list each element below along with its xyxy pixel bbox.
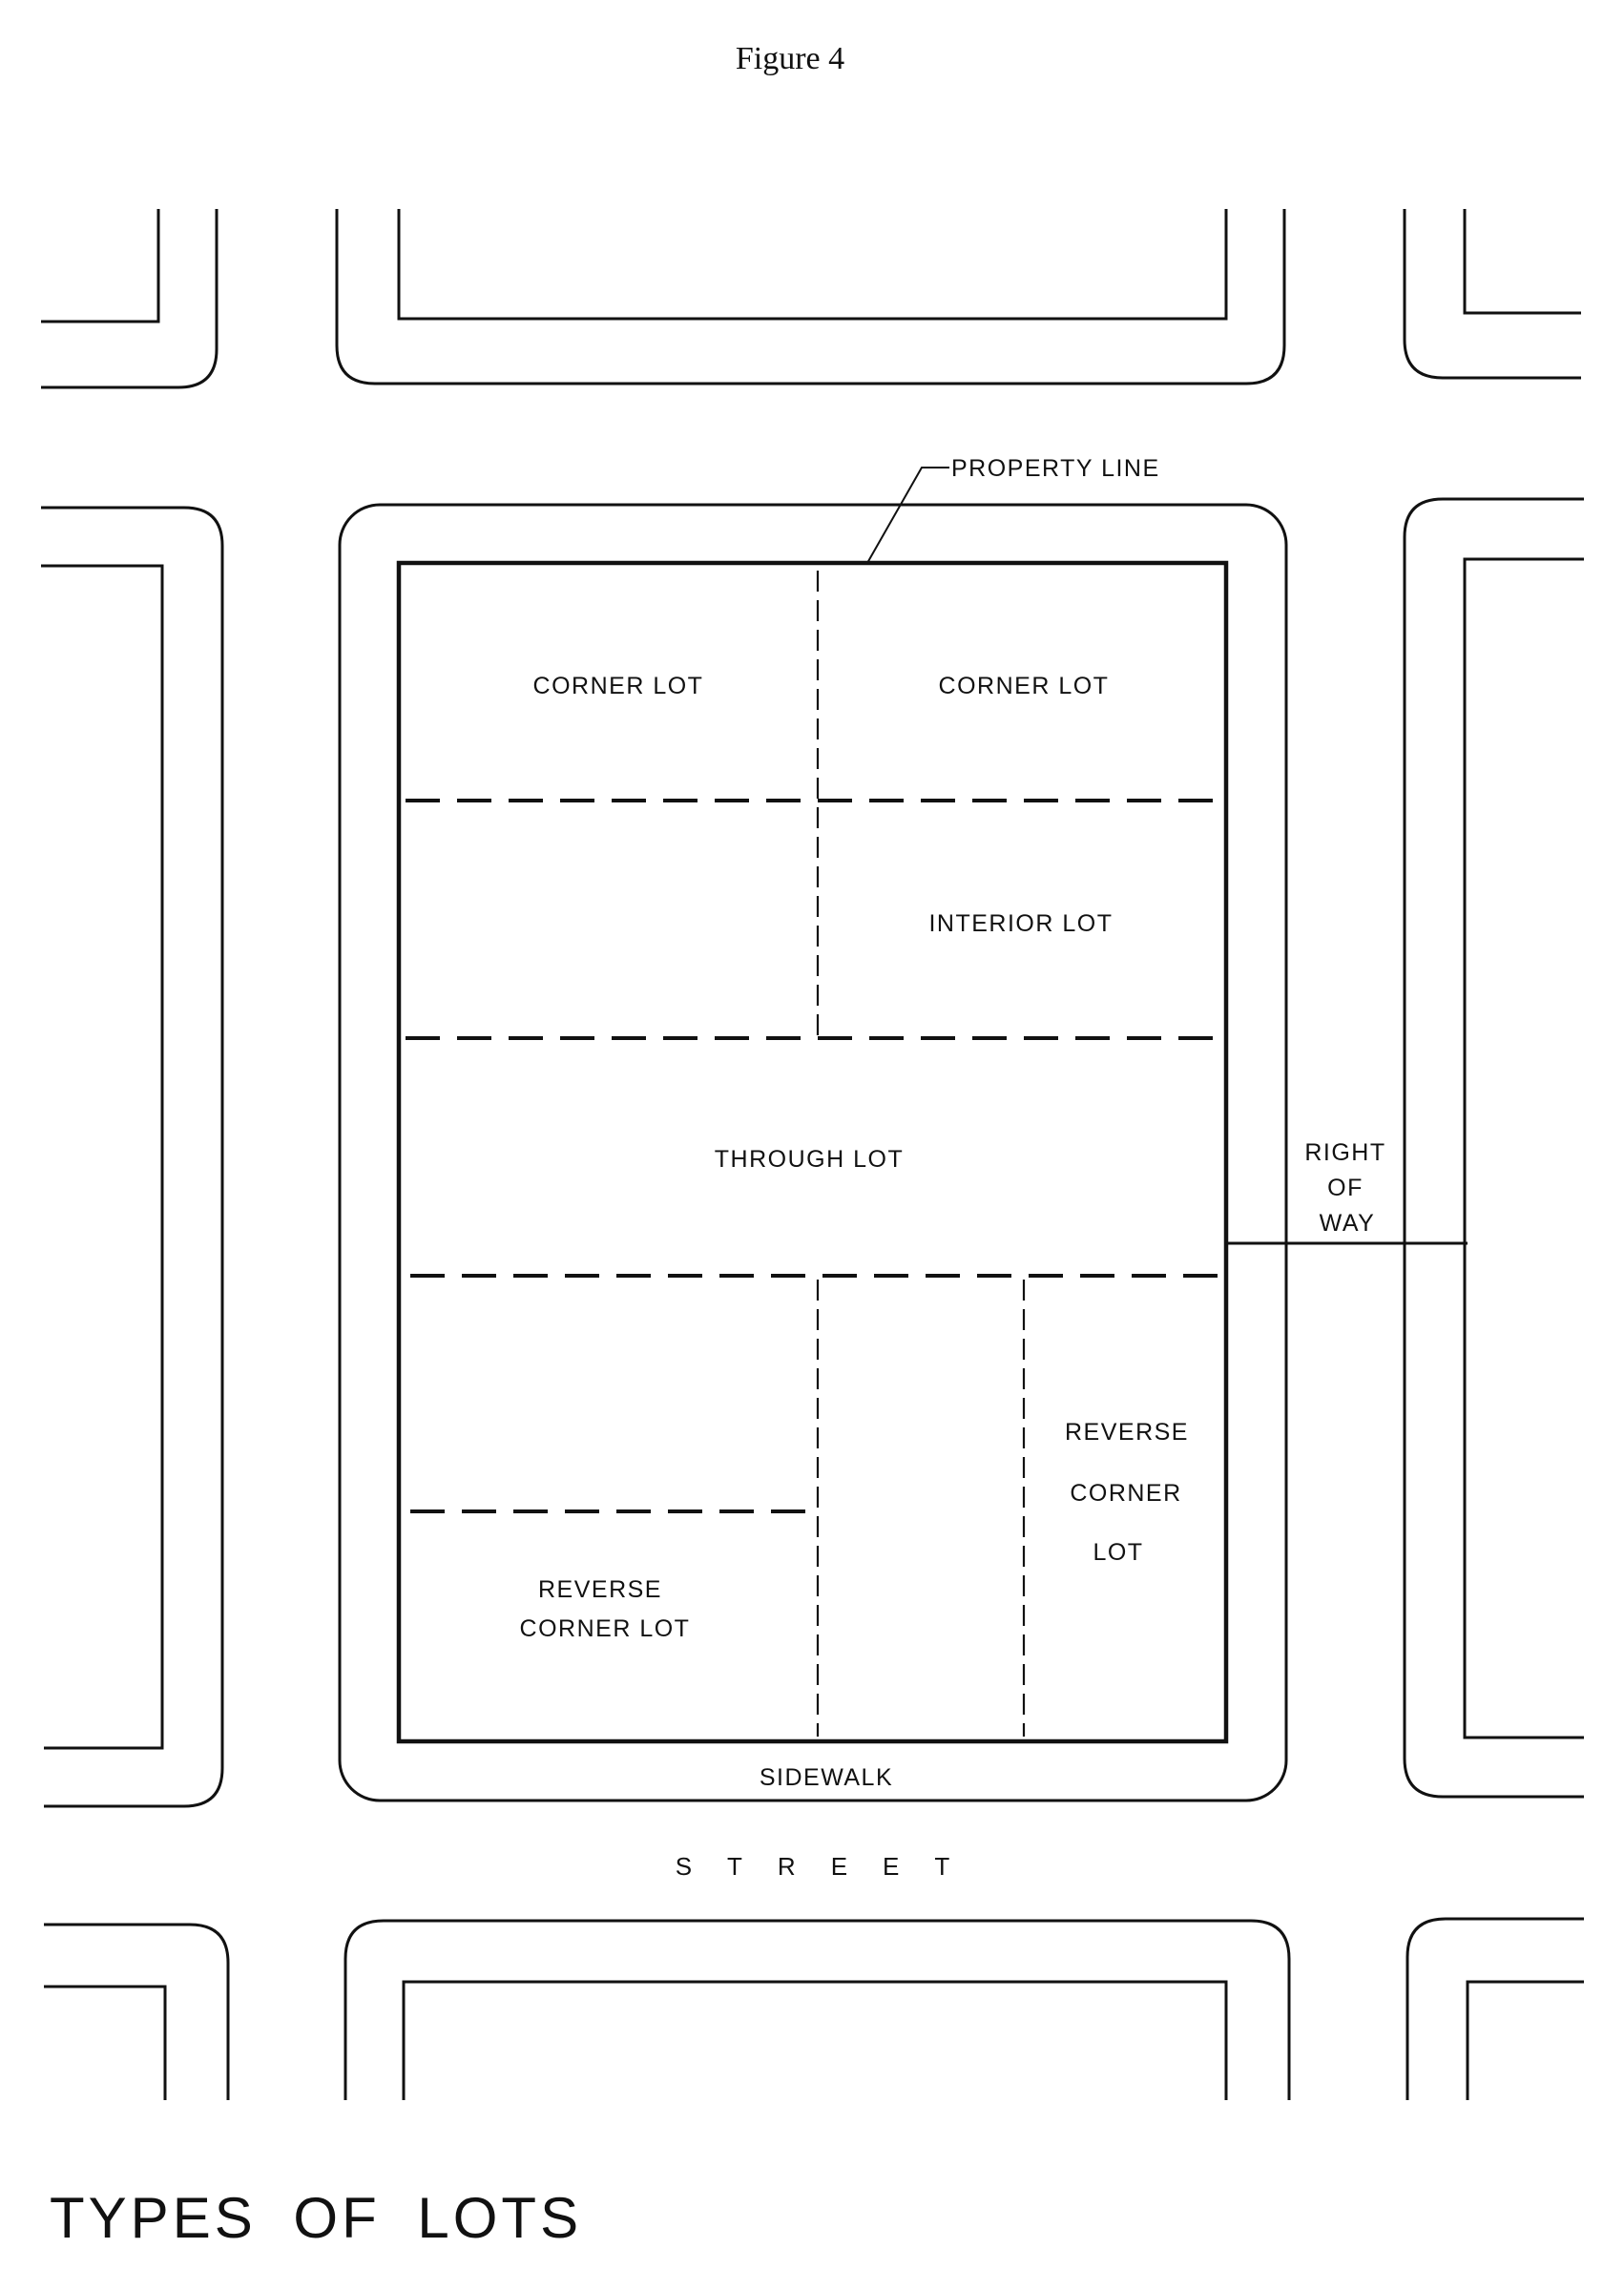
right-of-way-label: WAY (1320, 1210, 1376, 1237)
property-line-label: PROPERTY LINE (951, 455, 1160, 482)
sidewalk-label: SIDEWALK (760, 1764, 893, 1791)
property-line-boundary (396, 560, 1229, 1744)
right-of-way-label: RIGHT (1304, 1139, 1385, 1166)
block-middle-center (338, 467, 1468, 1802)
block-top-right (1403, 209, 1581, 380)
right-of-way-label: OF (1327, 1175, 1364, 1201)
figure-label: Figure 4 (736, 41, 844, 76)
reverse-corner-lot-right-label: CORNER (1070, 1480, 1181, 1507)
reverse-corner-lot-right-label: LOT (1093, 1539, 1143, 1566)
block-bottom-right (1405, 1917, 1584, 2100)
block-bottom-left (44, 1923, 230, 2100)
block-middle-left (41, 506, 224, 1808)
reverse-corner-lot-right-label: REVERSE (1065, 1419, 1189, 1446)
block-top-center (335, 209, 1286, 385)
block-top-left (41, 209, 219, 389)
interior-lot-label: INTERIOR LOT (928, 910, 1113, 937)
reverse-corner-lot-left-label: REVERSE (538, 1576, 662, 1603)
block-bottom-center (344, 1919, 1291, 2100)
block-middle-right (1403, 497, 1584, 1799)
reverse-corner-lot-left-label: CORNER LOT (520, 1615, 691, 1642)
sidewalk-outline (338, 503, 1288, 1802)
property-line-leader (866, 467, 949, 564)
through-lot-label: THROUGH LOT (715, 1146, 904, 1173)
corner-lot-right-label: CORNER LOT (939, 673, 1110, 699)
corner-lot-left-label: CORNER LOT (533, 673, 704, 699)
street-label: STREET (676, 1852, 986, 1881)
caption: TYPES OF LOTS (50, 2186, 582, 2250)
